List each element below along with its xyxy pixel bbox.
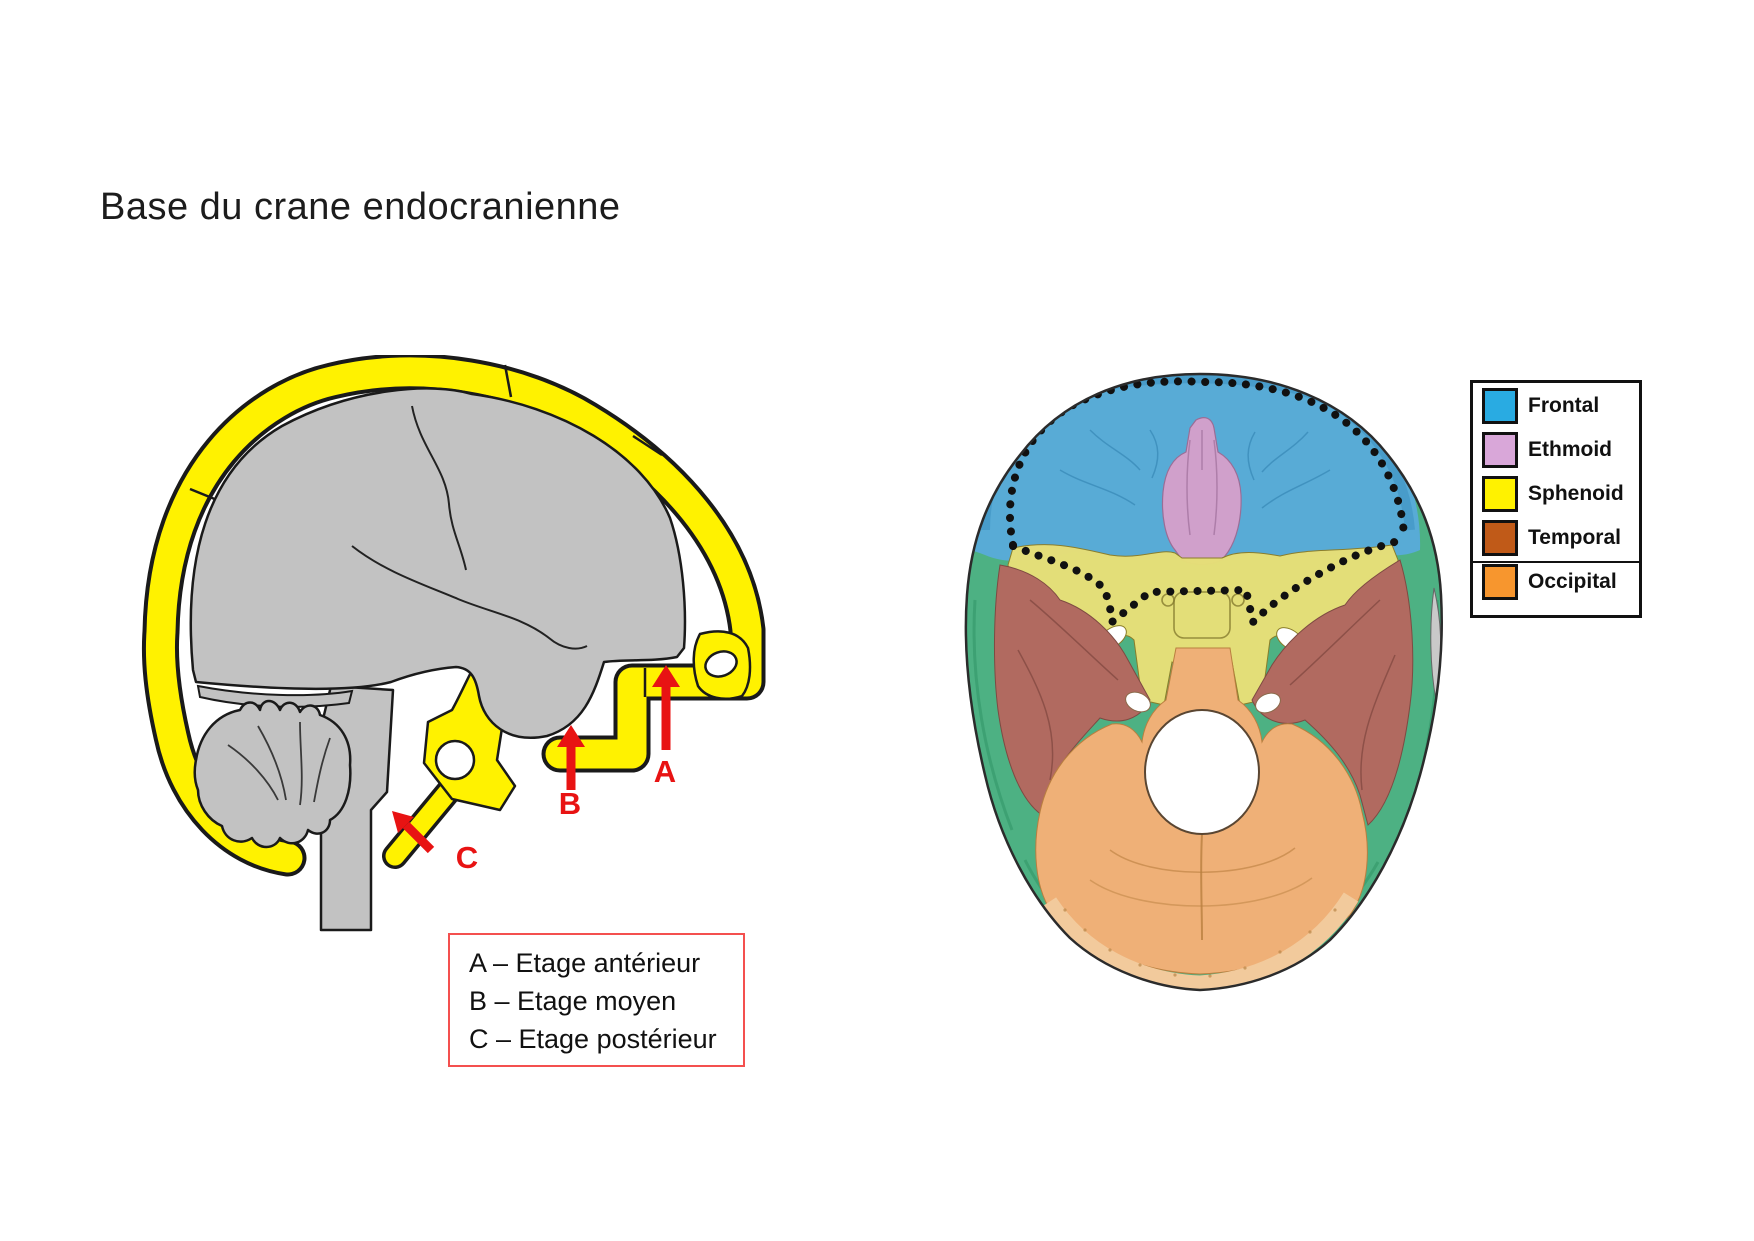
frontal-sinus-hole <box>704 650 738 678</box>
ethmoid-swatch <box>1482 432 1518 468</box>
legend-row-frontal: Frontal <box>1482 388 1639 424</box>
arrow-B-label: B <box>559 786 581 821</box>
cerebrum <box>189 387 687 739</box>
arrow-C: C <box>392 811 478 875</box>
occipital-rim <box>1041 892 1359 990</box>
fossae-caption-box: A – Etage antérieur B – Etage moyen C – … <box>448 933 745 1067</box>
legend-label-occipital: Occipital <box>1528 570 1617 593</box>
bone-legend: Frontal Ethmoid Sphenoid Temporal Occipi… <box>1470 380 1642 618</box>
suture-lines <box>189 364 663 697</box>
arrow-C-label: C <box>456 840 478 875</box>
jugular-foramen-right <box>1255 692 1281 714</box>
legend-row-sphenoid: Sphenoid <box>1482 476 1639 512</box>
sphenoid-swatch <box>1482 476 1518 512</box>
frontal-swatch <box>1482 388 1518 424</box>
brain-sulci <box>351 405 588 650</box>
tentorium <box>196 684 354 708</box>
occipital-region <box>1035 647 1368 975</box>
orbital-roof-lines <box>1059 429 1331 509</box>
legend-row-ethmoid: Ethmoid <box>1482 432 1639 468</box>
occipital-crests <box>1089 833 1313 941</box>
skull-base-diagram <box>964 372 1443 992</box>
arrow-A: A <box>652 665 680 789</box>
legend-row-occipital: Occipital <box>1482 564 1639 600</box>
skull-vault-band <box>141 355 766 877</box>
sella-turcica <box>1173 591 1231 639</box>
cribriform-lines <box>1186 430 1218 536</box>
arrow-A-label: A <box>654 754 676 789</box>
sella-foramen <box>434 739 476 781</box>
temporal-swatch <box>1482 520 1518 556</box>
caption-line-b: B – Etage moyen <box>469 986 677 1016</box>
sagittal-skull-diagram: A B C <box>141 355 766 932</box>
arrow-B: B <box>557 725 585 821</box>
foramen-magnum <box>1144 709 1260 835</box>
legend-label-ethmoid: Ethmoid <box>1528 438 1612 461</box>
legend-row-temporal: Temporal <box>1482 520 1639 556</box>
sella-clivus <box>382 650 517 869</box>
page-title: Base du crane endocranienne <box>100 186 621 228</box>
legend-label-sphenoid: Sphenoid <box>1528 482 1624 505</box>
occipital-swatch <box>1482 564 1518 600</box>
jugular-foramen-left <box>1125 691 1151 713</box>
petrous-ridges <box>1017 599 1396 791</box>
legend-divider <box>1473 561 1639 563</box>
legend-label-frontal: Frontal <box>1528 394 1600 417</box>
cerebellum-folia <box>227 721 331 806</box>
legend-label-temporal: Temporal <box>1528 526 1621 549</box>
cerebellum <box>193 699 352 849</box>
rim-speckles <box>1063 908 1337 978</box>
caption-line-a: A – Etage antérieur <box>469 948 701 978</box>
temporal-regions <box>993 559 1414 826</box>
skull-base-outline <box>964 372 1443 992</box>
caption-line-c: C – Etage postérieur <box>469 1024 717 1054</box>
